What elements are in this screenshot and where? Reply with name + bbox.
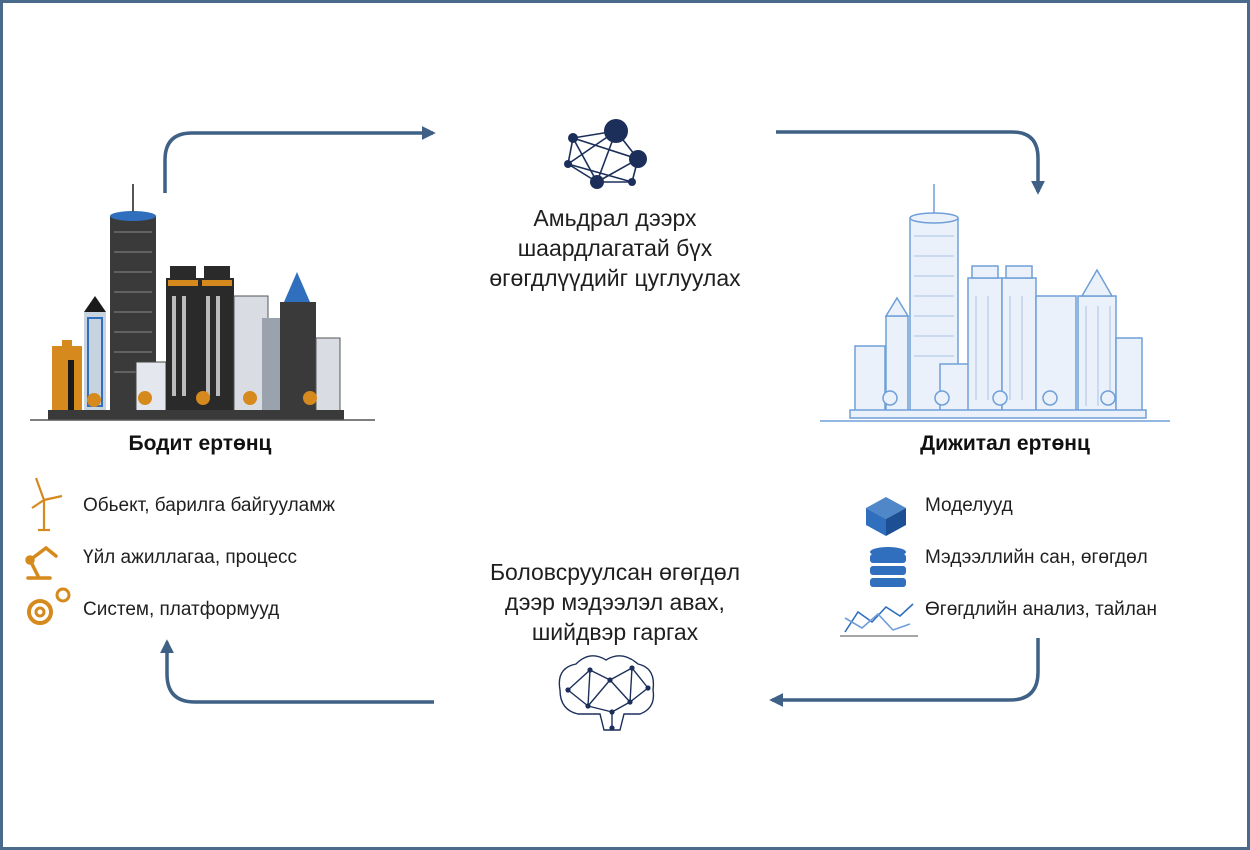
cube-icon [866, 497, 906, 536]
digital-world-title: Дижитал ертөнц [920, 432, 1090, 455]
physical-world-title: Бодит ертөнц [128, 432, 272, 455]
bottom-caption: Боловсруулсан өгөгдөл дээр мэдээлэл авах… [460, 557, 770, 647]
top-caption-line-3: өгөгдлүүдийг цуглуулах [489, 265, 741, 291]
top-caption-line-2: шаардлагатай бүх [517, 235, 713, 261]
database-icon [870, 547, 906, 587]
digital-item-label-1: Моделууд [925, 495, 1013, 516]
wind-turbine-icon [31, 477, 63, 532]
gears-icon [27, 587, 71, 625]
brain-network-icon [558, 655, 655, 731]
bottom-caption-line-2: дээр мэдээлэл авах, [505, 589, 725, 615]
top-caption: Амьдрал дээрх шаардлагатай бүх өгөгдлүүд… [470, 203, 760, 293]
physical-item-label-2: Үйл ажиллагаа, процесс [83, 547, 298, 568]
digital-city-illustration [820, 184, 1170, 422]
physical-city-illustration [30, 184, 375, 421]
line-chart-icon [840, 603, 918, 637]
top-caption-line-1: Амьдрал дээрх [533, 205, 697, 231]
physical-item-label-1: Обьект, барилга байгууламж [83, 495, 336, 516]
arrow-bottom-right [769, 638, 1040, 707]
bottom-caption-line-1: Боловсруулсан өгөгдөл [489, 559, 741, 585]
arrow-top-right [776, 130, 1045, 195]
network-nodes-icon [564, 119, 647, 189]
physical-item-label-3: Систем, платформууд [83, 599, 280, 620]
bottom-caption-line-3: шийдвэр гаргах [531, 619, 699, 645]
digital-item-label-2: Мэдээллийн сан, өгөгдөл [925, 547, 1148, 568]
robot-arm-icon [25, 546, 58, 580]
arrow-bottom-left [160, 639, 434, 704]
digital-item-label-3: Өгөгдлийн анализ, тайлан [925, 599, 1157, 620]
arrow-top-left [163, 126, 436, 193]
